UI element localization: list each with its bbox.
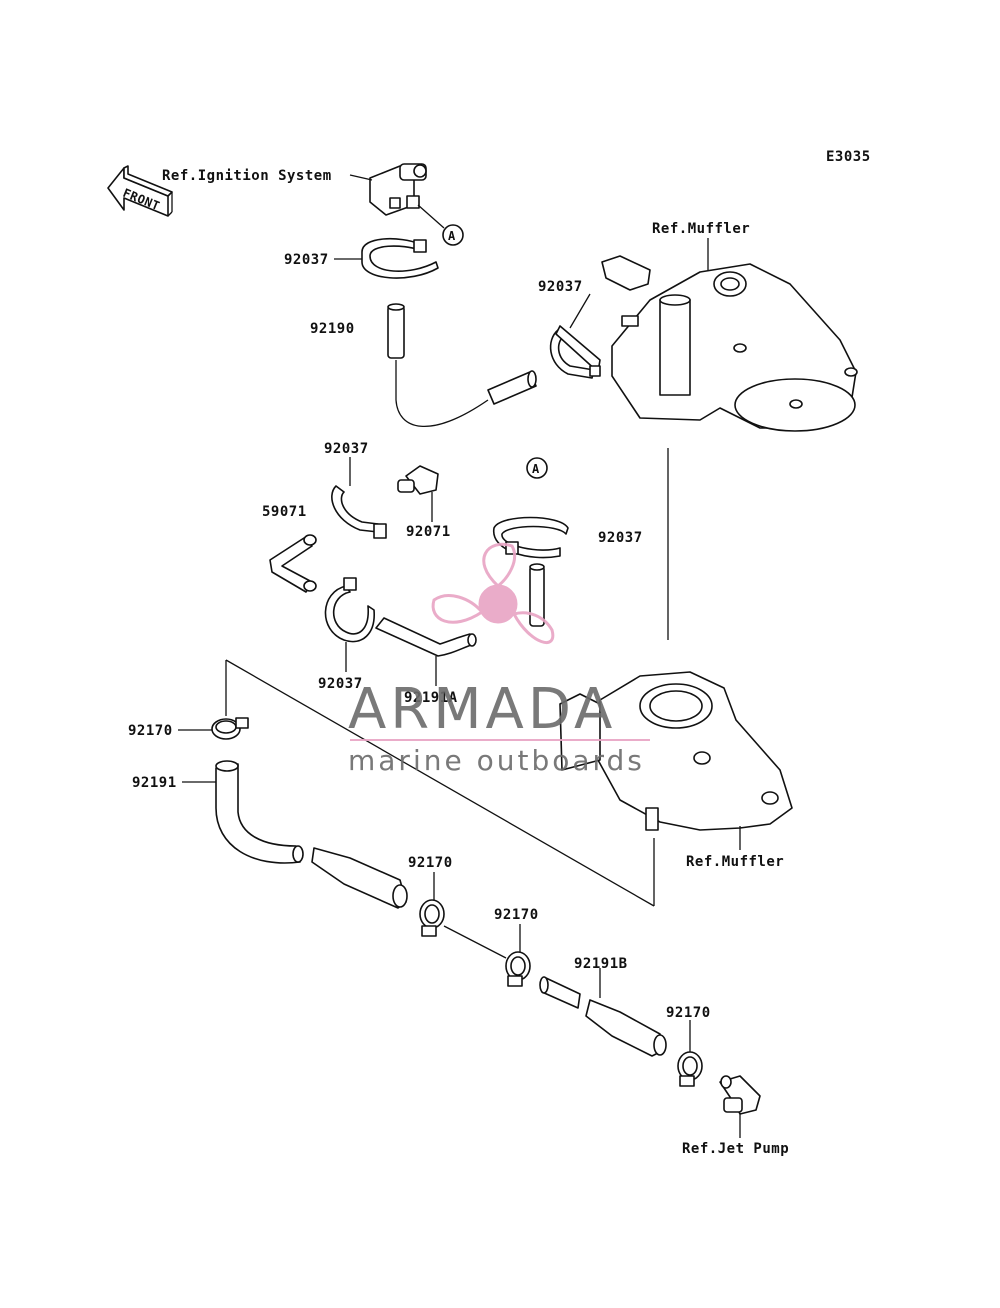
leader-92037-b [569, 293, 591, 329]
svg-text:A: A [532, 462, 540, 476]
hose-clamp-92037-lower [324, 577, 375, 643]
leader-marker-a-top [417, 204, 445, 229]
fitting-92071 [397, 465, 439, 495]
pipe-59071 [269, 534, 317, 593]
leader-ignition [349, 174, 373, 181]
diagram-code: E3035 [826, 149, 871, 165]
part-number-92170-b: 92170 [408, 855, 453, 871]
hose-92191 [215, 760, 408, 909]
part-number-92170-d: 92170 [666, 1005, 711, 1021]
ref-muffler-bottom-label: Ref.Muffler [686, 854, 784, 870]
assembly-line-clamps [443, 925, 507, 959]
assembly-line-diagonal [225, 659, 655, 907]
part-number-92170-a: 92170 [128, 723, 173, 739]
jet-pump-fitting [719, 1075, 761, 1115]
hose-clamp-92037-top [361, 237, 439, 279]
hose-92190 [387, 303, 537, 427]
hose-clamp-92170-mid [419, 899, 445, 937]
part-number-92037-b: 92037 [538, 279, 583, 295]
ignition-fitting [369, 163, 427, 216]
hose-clamp-92037-mid-upper [331, 485, 387, 539]
part-number-92037-a: 92037 [284, 252, 329, 268]
part-number-92037-c: 92037 [324, 441, 369, 457]
hose-92191a [375, 617, 477, 657]
part-number-92191b: 92191B [574, 956, 628, 972]
vertical-hose [529, 563, 545, 627]
front-arrow-icon: FRONT [107, 165, 173, 217]
part-number-92191: 92191 [132, 775, 177, 791]
marker-a-middle: A [526, 457, 548, 479]
part-number-92170-c: 92170 [494, 907, 539, 923]
hose-clamp-92037-mid-right [493, 516, 569, 559]
ref-muffler-top-label: Ref.Muffler [652, 221, 750, 237]
muffler-bottom [559, 671, 793, 831]
watermark-tagline: marine outboards [348, 744, 645, 777]
muffler-top [601, 255, 858, 432]
part-number-92191a: 92191A [404, 690, 458, 706]
ref-jet-pump-label: Ref.Jet Pump [682, 1141, 789, 1157]
hose-92191b [539, 976, 667, 1057]
hose-clamp-92170-left [211, 717, 249, 740]
watermark-brand: ARMADA [348, 677, 616, 742]
part-number-92071: 92071 [406, 524, 451, 540]
ref-ignition-label: Ref.Ignition System [162, 168, 332, 184]
part-number-92190: 92190 [310, 321, 355, 337]
svg-text:A: A [448, 229, 456, 243]
marker-a-top: A [442, 224, 464, 246]
part-number-92037-e: 92037 [318, 676, 363, 692]
part-number-59071: 59071 [262, 504, 307, 520]
part-number-92037-d: 92037 [598, 530, 643, 546]
propeller-logo-icon [431, 542, 555, 644]
hose-clamp-92170-right [505, 951, 531, 987]
armada-watermark: ARMADA marine outboards [348, 542, 650, 777]
hose-clamp-92170-bottom [677, 1051, 703, 1087]
hose-clamp-92037-right [549, 325, 601, 379]
